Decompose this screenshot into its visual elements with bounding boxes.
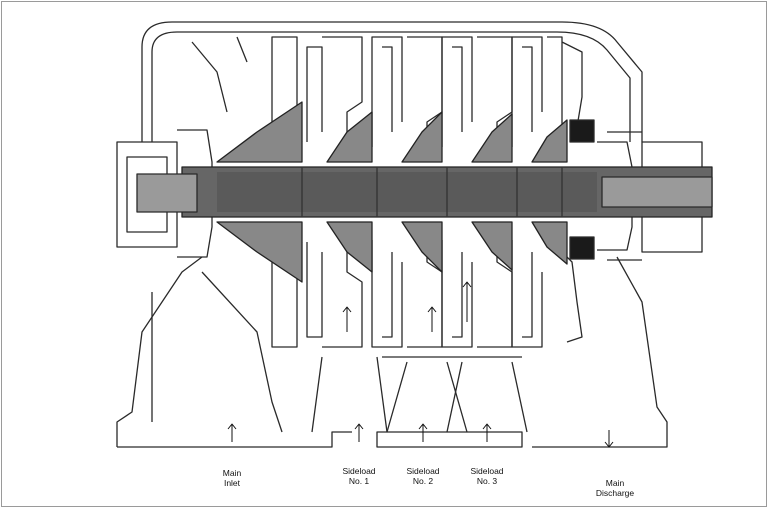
impellers-bottom	[216, 221, 568, 283]
diaphragm-stages-top	[271, 36, 583, 147]
casing-base-right	[532, 256, 668, 448]
balance-seal-top	[569, 119, 595, 143]
top-web	[191, 41, 228, 113]
base-center	[376, 431, 523, 448]
flow-arrows	[227, 281, 614, 448]
shaft-stage-lines	[301, 167, 563, 217]
casing-outline-bottom	[116, 256, 203, 447]
left-bearing-inner	[126, 156, 168, 233]
top-web-2	[236, 36, 248, 63]
inlet-web	[201, 271, 283, 433]
right-bearing-block	[607, 131, 642, 261]
shaft-end-left	[136, 173, 198, 213]
shaft-core	[217, 172, 597, 212]
casing-inner-top	[151, 31, 631, 142]
casing-base	[117, 431, 352, 448]
sideload-nozzle-1	[311, 356, 388, 433]
balance-seal-bottom	[569, 236, 595, 260]
sideload-nozzle-3	[446, 361, 528, 433]
impellers-top	[216, 101, 568, 163]
left-bearing-housing	[116, 141, 178, 248]
sideload-nozzle-2	[386, 361, 468, 433]
casing-outline-top	[141, 21, 643, 142]
shaft-end-right	[601, 176, 713, 208]
